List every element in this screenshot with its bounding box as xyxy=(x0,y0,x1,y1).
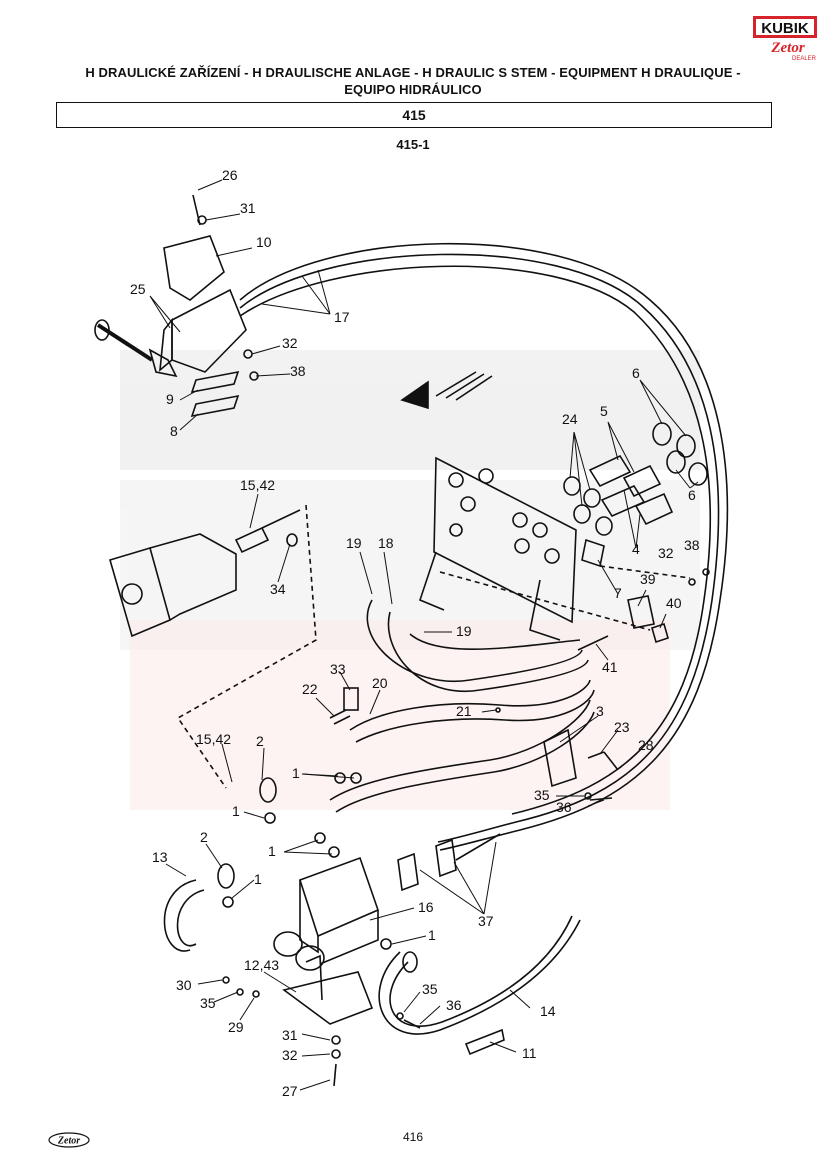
callout-31: 31 xyxy=(240,200,256,216)
callout-28: 28 xyxy=(638,737,654,753)
callout-1-lower: 1 xyxy=(254,871,262,887)
callout-38: 38 xyxy=(290,363,306,379)
callout-41: 41 xyxy=(602,659,618,675)
kubik-zetor-logo: KUBIK Zetor DEALER xyxy=(753,16,817,62)
callout-9: 9 xyxy=(166,391,174,407)
callout-29: 29 xyxy=(228,1019,244,1035)
callout-23: 23 xyxy=(614,719,630,735)
callout-40: 40 xyxy=(666,595,682,611)
callout-37: 37 xyxy=(478,913,494,929)
callout-36-lower: 36 xyxy=(446,997,462,1013)
callout-21: 21 xyxy=(456,703,472,719)
callout-labels: 26 31 10 25 17 32 38 9 8 6 5 24 6 4 15,4… xyxy=(130,167,700,1099)
callout-1-top: 1 xyxy=(292,765,300,781)
callout-30: 30 xyxy=(176,977,192,993)
section-number-box: 415 xyxy=(56,102,772,128)
callout-6-bottom: 6 xyxy=(688,487,696,503)
callout-35-lower: 35 xyxy=(422,981,438,997)
logo-zetor-text: Zetor xyxy=(770,40,804,56)
callout-19-left: 19 xyxy=(346,535,362,551)
callout-13: 13 xyxy=(152,849,168,865)
callout-18: 18 xyxy=(378,535,394,551)
callout-2-bottom: 2 xyxy=(200,829,208,845)
callout-1-left: 1 xyxy=(232,803,240,819)
leader-lines xyxy=(149,179,699,1091)
diagram-linework xyxy=(94,194,729,1087)
callout-17: 17 xyxy=(334,309,350,325)
callout-35-left: 35 xyxy=(200,995,216,1011)
title-line-2: EQUIPO HIDRÁULICO xyxy=(344,82,482,97)
logo-dealer-text: DEALER xyxy=(792,56,817,62)
parts-diagram: 26 31 10 25 17 32 38 9 8 6 5 24 6 4 15,4… xyxy=(94,167,729,1099)
footer-zetor-logo: Zetor xyxy=(48,1132,90,1148)
callout-25: 25 xyxy=(130,281,146,297)
callout-20: 20 xyxy=(372,675,388,691)
callout-34: 34 xyxy=(270,581,286,597)
callout-10: 10 xyxy=(256,234,272,250)
callout-1-center: 1 xyxy=(268,843,276,859)
callout-6-top: 6 xyxy=(632,365,640,381)
callout-19-right: 19 xyxy=(456,623,472,639)
callout-35-right: 35 xyxy=(534,787,550,803)
callout-39: 39 xyxy=(640,571,656,587)
footer-zetor-text: Zetor xyxy=(57,1136,80,1147)
callout-27: 27 xyxy=(282,1083,298,1099)
callout-16: 16 xyxy=(418,899,434,915)
callout-32-right: 32 xyxy=(658,545,674,561)
callout-3: 3 xyxy=(596,703,604,719)
callout-4: 4 xyxy=(632,541,640,557)
callout-15-42-bottom: 15,42 xyxy=(196,731,231,747)
page-title: H DRAULICKÉ ZAŘÍZENÍ - H DRAULISCHE ANLA… xyxy=(40,64,786,98)
callout-12-43: 12,43 xyxy=(244,957,279,973)
callout-22: 22 xyxy=(302,681,318,697)
title-line-1: H DRAULICKÉ ZAŘÍZENÍ - H DRAULISCHE ANLA… xyxy=(85,65,741,80)
callout-32: 32 xyxy=(282,335,298,351)
callout-2-top: 2 xyxy=(256,733,264,749)
callout-14: 14 xyxy=(540,1003,556,1019)
callout-15-42-top: 15,42 xyxy=(240,477,275,493)
callout-33: 33 xyxy=(330,661,346,677)
callout-1-right: 1 xyxy=(428,927,436,943)
callout-36-right: 36 xyxy=(556,799,572,815)
callout-8: 8 xyxy=(170,423,178,439)
figure-number: 415-1 xyxy=(396,137,430,152)
page-number: 416 xyxy=(402,1130,424,1144)
logo-kubik-text: KUBIK xyxy=(761,20,809,37)
callout-11: 11 xyxy=(522,1045,537,1061)
callout-38-right: 38 xyxy=(684,537,700,553)
callout-31-bottom: 31 xyxy=(282,1027,298,1043)
callout-5: 5 xyxy=(600,403,608,419)
callout-26: 26 xyxy=(222,167,238,183)
callout-24: 24 xyxy=(562,411,578,427)
callout-32-bottom: 32 xyxy=(282,1047,298,1063)
callout-7: 7 xyxy=(614,585,622,601)
